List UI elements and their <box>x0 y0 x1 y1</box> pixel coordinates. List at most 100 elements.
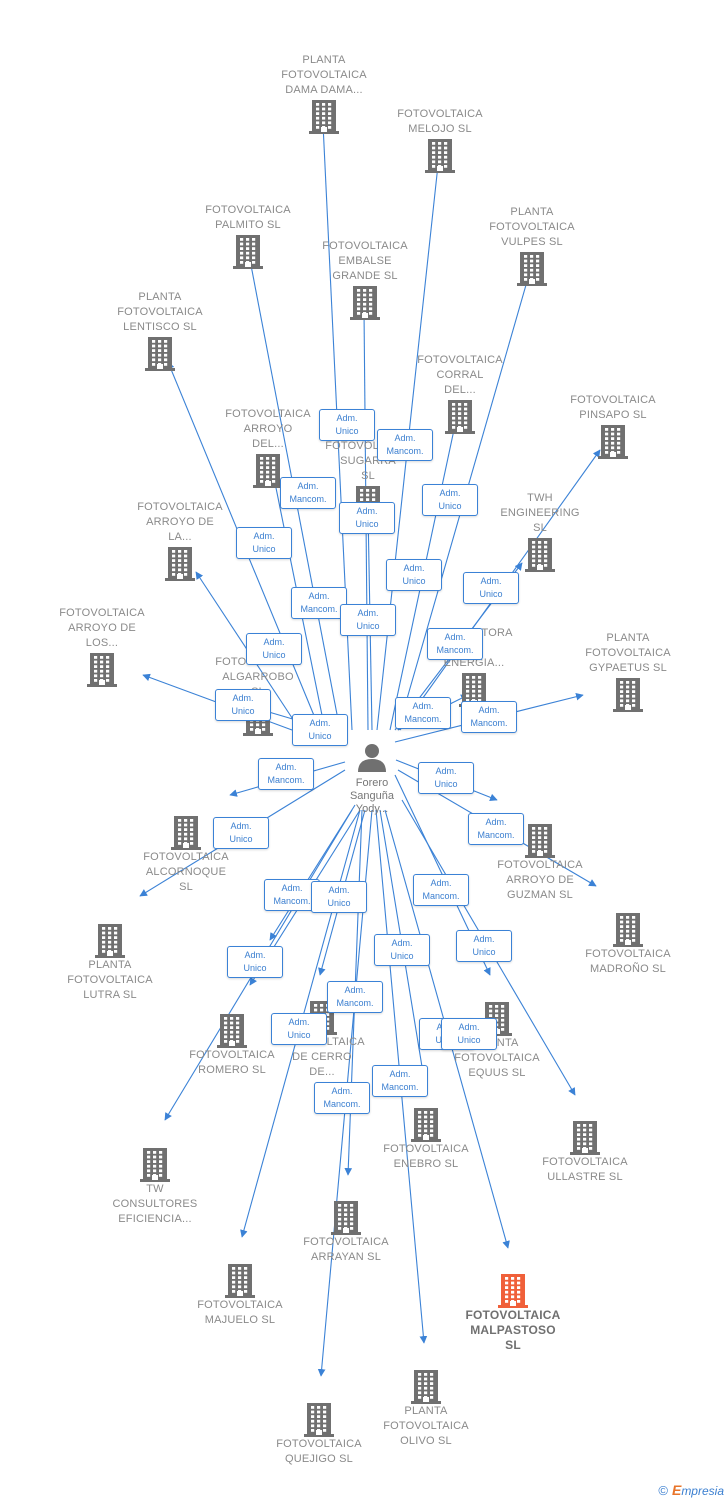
role-badge-23[interactable]: Adm. Unico <box>227 946 283 978</box>
person-icon <box>358 744 386 772</box>
company-node-alcornoque[interactable]: FOTOVOLTAICA ALCORNOQUE SL <box>126 814 246 895</box>
role-badge-31[interactable]: Adm. Unico <box>441 1018 497 1050</box>
role-badge-4[interactable]: Adm. Unico <box>339 502 395 534</box>
role-badge-13[interactable]: Adm. Mancom. <box>395 697 451 729</box>
role-badge-1[interactable]: Adm. Mancom. <box>377 429 433 461</box>
person-name: Forero Sanguña Yody... <box>349 777 395 815</box>
role-badge-17[interactable]: Adm. Unico <box>418 762 474 794</box>
company-label: FOTOVOLTAICA EMBALSE GRANDE SL <box>322 240 408 282</box>
role-badge-9[interactable]: Adm. Unico <box>340 604 396 636</box>
company-node-romero[interactable]: FOTOVOLTAICA ROMERO SL <box>172 1012 292 1078</box>
role-badge-28[interactable]: Adm. Unico <box>271 1013 327 1045</box>
company-node-arroyodela[interactable]: FOTOVOLTAICA ARROYO DE LA... <box>120 500 240 581</box>
center-person[interactable]: Forero Sanguña Yody... <box>327 742 417 816</box>
company-node-arrayan[interactable]: FOTOVOLTAICA ARRAYAN SL <box>286 1199 406 1265</box>
company-label: FOTOVOLTAICA ULLASTRE SL <box>542 1156 628 1183</box>
building-icon <box>350 286 380 320</box>
building-icon <box>309 100 339 134</box>
role-badge-3[interactable]: Adm. Unico <box>422 484 478 516</box>
company-label: FOTOVOLTAICA ARROYO DE GUZMAN SL <box>497 859 583 901</box>
building-icon <box>253 454 283 488</box>
company-node-majuelo[interactable]: FOTOVOLTAICA MAJUELO SL <box>180 1262 300 1328</box>
role-badge-10[interactable]: Adm. Mancom. <box>427 628 483 660</box>
building-icon <box>145 337 175 371</box>
building-icon <box>570 1121 600 1155</box>
role-badge-18[interactable]: Adm. Unico <box>213 817 269 849</box>
company-node-lutra[interactable]: PLANTA FOTOVOLTAICA LUTRA SL <box>50 922 170 1003</box>
company-label: FOTOVOLTAICA ARRAYAN SL <box>303 1236 389 1263</box>
company-label: PLANTA FOTOVOLTAICA GYPAETUS SL <box>585 632 671 674</box>
company-node-tw[interactable]: TW CONSULTORES EFICIENCIA... <box>95 1146 215 1227</box>
role-badge-5[interactable]: Adm. Unico <box>236 527 292 559</box>
role-badge-0[interactable]: Adm. Unico <box>319 409 375 441</box>
brand-initial: E <box>671 1482 682 1498</box>
company-label: TW CONSULTORES EFICIENCIA... <box>112 1183 198 1225</box>
company-node-dama[interactable]: PLANTA FOTOVOLTAICA DAMA DAMA... <box>264 53 384 134</box>
building-icon <box>304 1403 334 1437</box>
building-icon <box>411 1108 441 1142</box>
building-icon <box>411 1370 441 1404</box>
company-label: PLANTA FOTOVOLTAICA VULPES SL <box>489 206 575 248</box>
role-badge-24[interactable]: Adm. Mancom. <box>413 874 469 906</box>
company-node-corral[interactable]: FOTOVOLTAICA CORRAL DEL... <box>400 353 520 434</box>
building-icon <box>598 425 628 459</box>
company-node-ullastre[interactable]: FOTOVOLTAICA ULLASTRE SL <box>525 1119 645 1185</box>
building-icon <box>95 924 125 958</box>
building-icon <box>425 139 455 173</box>
company-node-pinsapo[interactable]: FOTOVOLTAICA PINSAPO SL <box>553 393 673 459</box>
company-node-embalse[interactable]: FOTOVOLTAICA EMBALSE GRANDE SL <box>305 239 425 320</box>
role-badge-22[interactable]: Adm. Unico <box>311 881 367 913</box>
company-node-quejigo[interactable]: FOTOVOLTAICA QUEJIGO SL <box>259 1401 379 1467</box>
building-icon <box>445 400 475 434</box>
building-icon <box>233 235 263 269</box>
building-icon <box>165 547 195 581</box>
company-node-twheng[interactable]: TWH ENGINEERING SL <box>480 491 600 572</box>
building-icon <box>87 653 117 687</box>
role-badge-8[interactable]: Adm. Mancom. <box>291 587 347 619</box>
role-badge-2[interactable]: Adm. Mancom. <box>280 477 336 509</box>
role-badge-11[interactable]: Adm. Unico <box>246 633 302 665</box>
building-icon <box>225 1264 255 1298</box>
company-node-enebro[interactable]: FOTOVOLTAICA ENEBRO SL <box>366 1106 486 1172</box>
role-badge-12[interactable]: Adm. Unico <box>215 689 271 721</box>
company-node-melojo[interactable]: FOTOVOLTAICA MELOJO SL <box>380 107 500 173</box>
company-node-malpastoso[interactable]: FOTOVOLTAICA MALPASTOSO SL <box>453 1272 573 1353</box>
role-badge-7[interactable]: Adm. Unico <box>463 572 519 604</box>
role-badge-6[interactable]: Adm. Unico <box>386 559 442 591</box>
role-badge-20[interactable]: Adm. Unico <box>456 930 512 962</box>
role-badge-19[interactable]: Adm. Mancom. <box>468 813 524 845</box>
company-label: FOTOVOLTAICA QUEJIGO SL <box>276 1438 362 1465</box>
role-badge-14[interactable]: Adm. Mancom. <box>461 701 517 733</box>
role-badge-29[interactable]: Adm. Mancom. <box>372 1065 428 1097</box>
company-node-vulpes[interactable]: PLANTA FOTOVOLTAICA VULPES SL <box>472 205 592 286</box>
company-label: FOTOVOLTAICA ARROYO DEL... <box>225 408 311 450</box>
building-icon <box>525 824 555 858</box>
company-node-arroyodel[interactable]: FOTOVOLTAICA ARROYO DEL... <box>208 407 328 488</box>
role-badge-26[interactable]: Adm. Mancom. <box>327 981 383 1013</box>
role-badge-16[interactable]: Adm. Mancom. <box>258 758 314 790</box>
company-label: FOTOVOLTAICA PINSAPO SL <box>570 394 656 421</box>
company-node-guzman[interactable]: FOTOVOLTAICA ARROYO DE GUZMAN SL <box>480 822 600 903</box>
company-node-lentisco[interactable]: PLANTA FOTOVOLTAICA LENTISCO SL <box>100 290 220 371</box>
company-label: PLANTA FOTOVOLTAICA DAMA DAMA... <box>281 54 367 96</box>
company-label: FOTOVOLTAICA ROMERO SL <box>189 1049 275 1076</box>
company-label: FOTOVOLTAICA MELOJO SL <box>397 108 483 135</box>
building-icon <box>498 1274 528 1308</box>
role-badge-25[interactable]: Adm. Unico <box>374 934 430 966</box>
role-badge-21[interactable]: Adm. Mancom. <box>264 879 320 911</box>
company-label: TWH ENGINEERING SL <box>500 492 580 534</box>
company-node-arroyolos[interactable]: FOTOVOLTAICA ARROYO DE LOS... <box>42 606 162 687</box>
company-node-gypaetus[interactable]: PLANTA FOTOVOLTAICA GYPAETUS SL <box>568 631 688 712</box>
company-label: FOTOVOLTAICA MADROÑO SL <box>585 948 671 975</box>
company-node-palmito[interactable]: FOTOVOLTAICA PALMITO SL <box>188 203 308 269</box>
role-badge-30[interactable]: Adm. Mancom. <box>314 1082 370 1114</box>
company-label: FOTOVOLTAICA MALPASTOSO SL <box>465 1308 561 1352</box>
company-label: FOTOVOLTAICA PALMITO SL <box>205 204 291 231</box>
company-node-madrono[interactable]: FOTOVOLTAICA MADROÑO SL <box>568 911 688 977</box>
company-node-olivo[interactable]: PLANTA FOTOVOLTAICA OLIVO SL <box>366 1368 486 1449</box>
role-badge-15[interactable]: Adm. Unico <box>292 714 348 746</box>
brand-name: mpresia <box>681 1484 724 1498</box>
company-label: FOTOVOLTAICA ARROYO DE LOS... <box>59 607 145 649</box>
building-icon <box>525 538 555 572</box>
brand-footer[interactable]: ©Empresia <box>658 1482 724 1498</box>
